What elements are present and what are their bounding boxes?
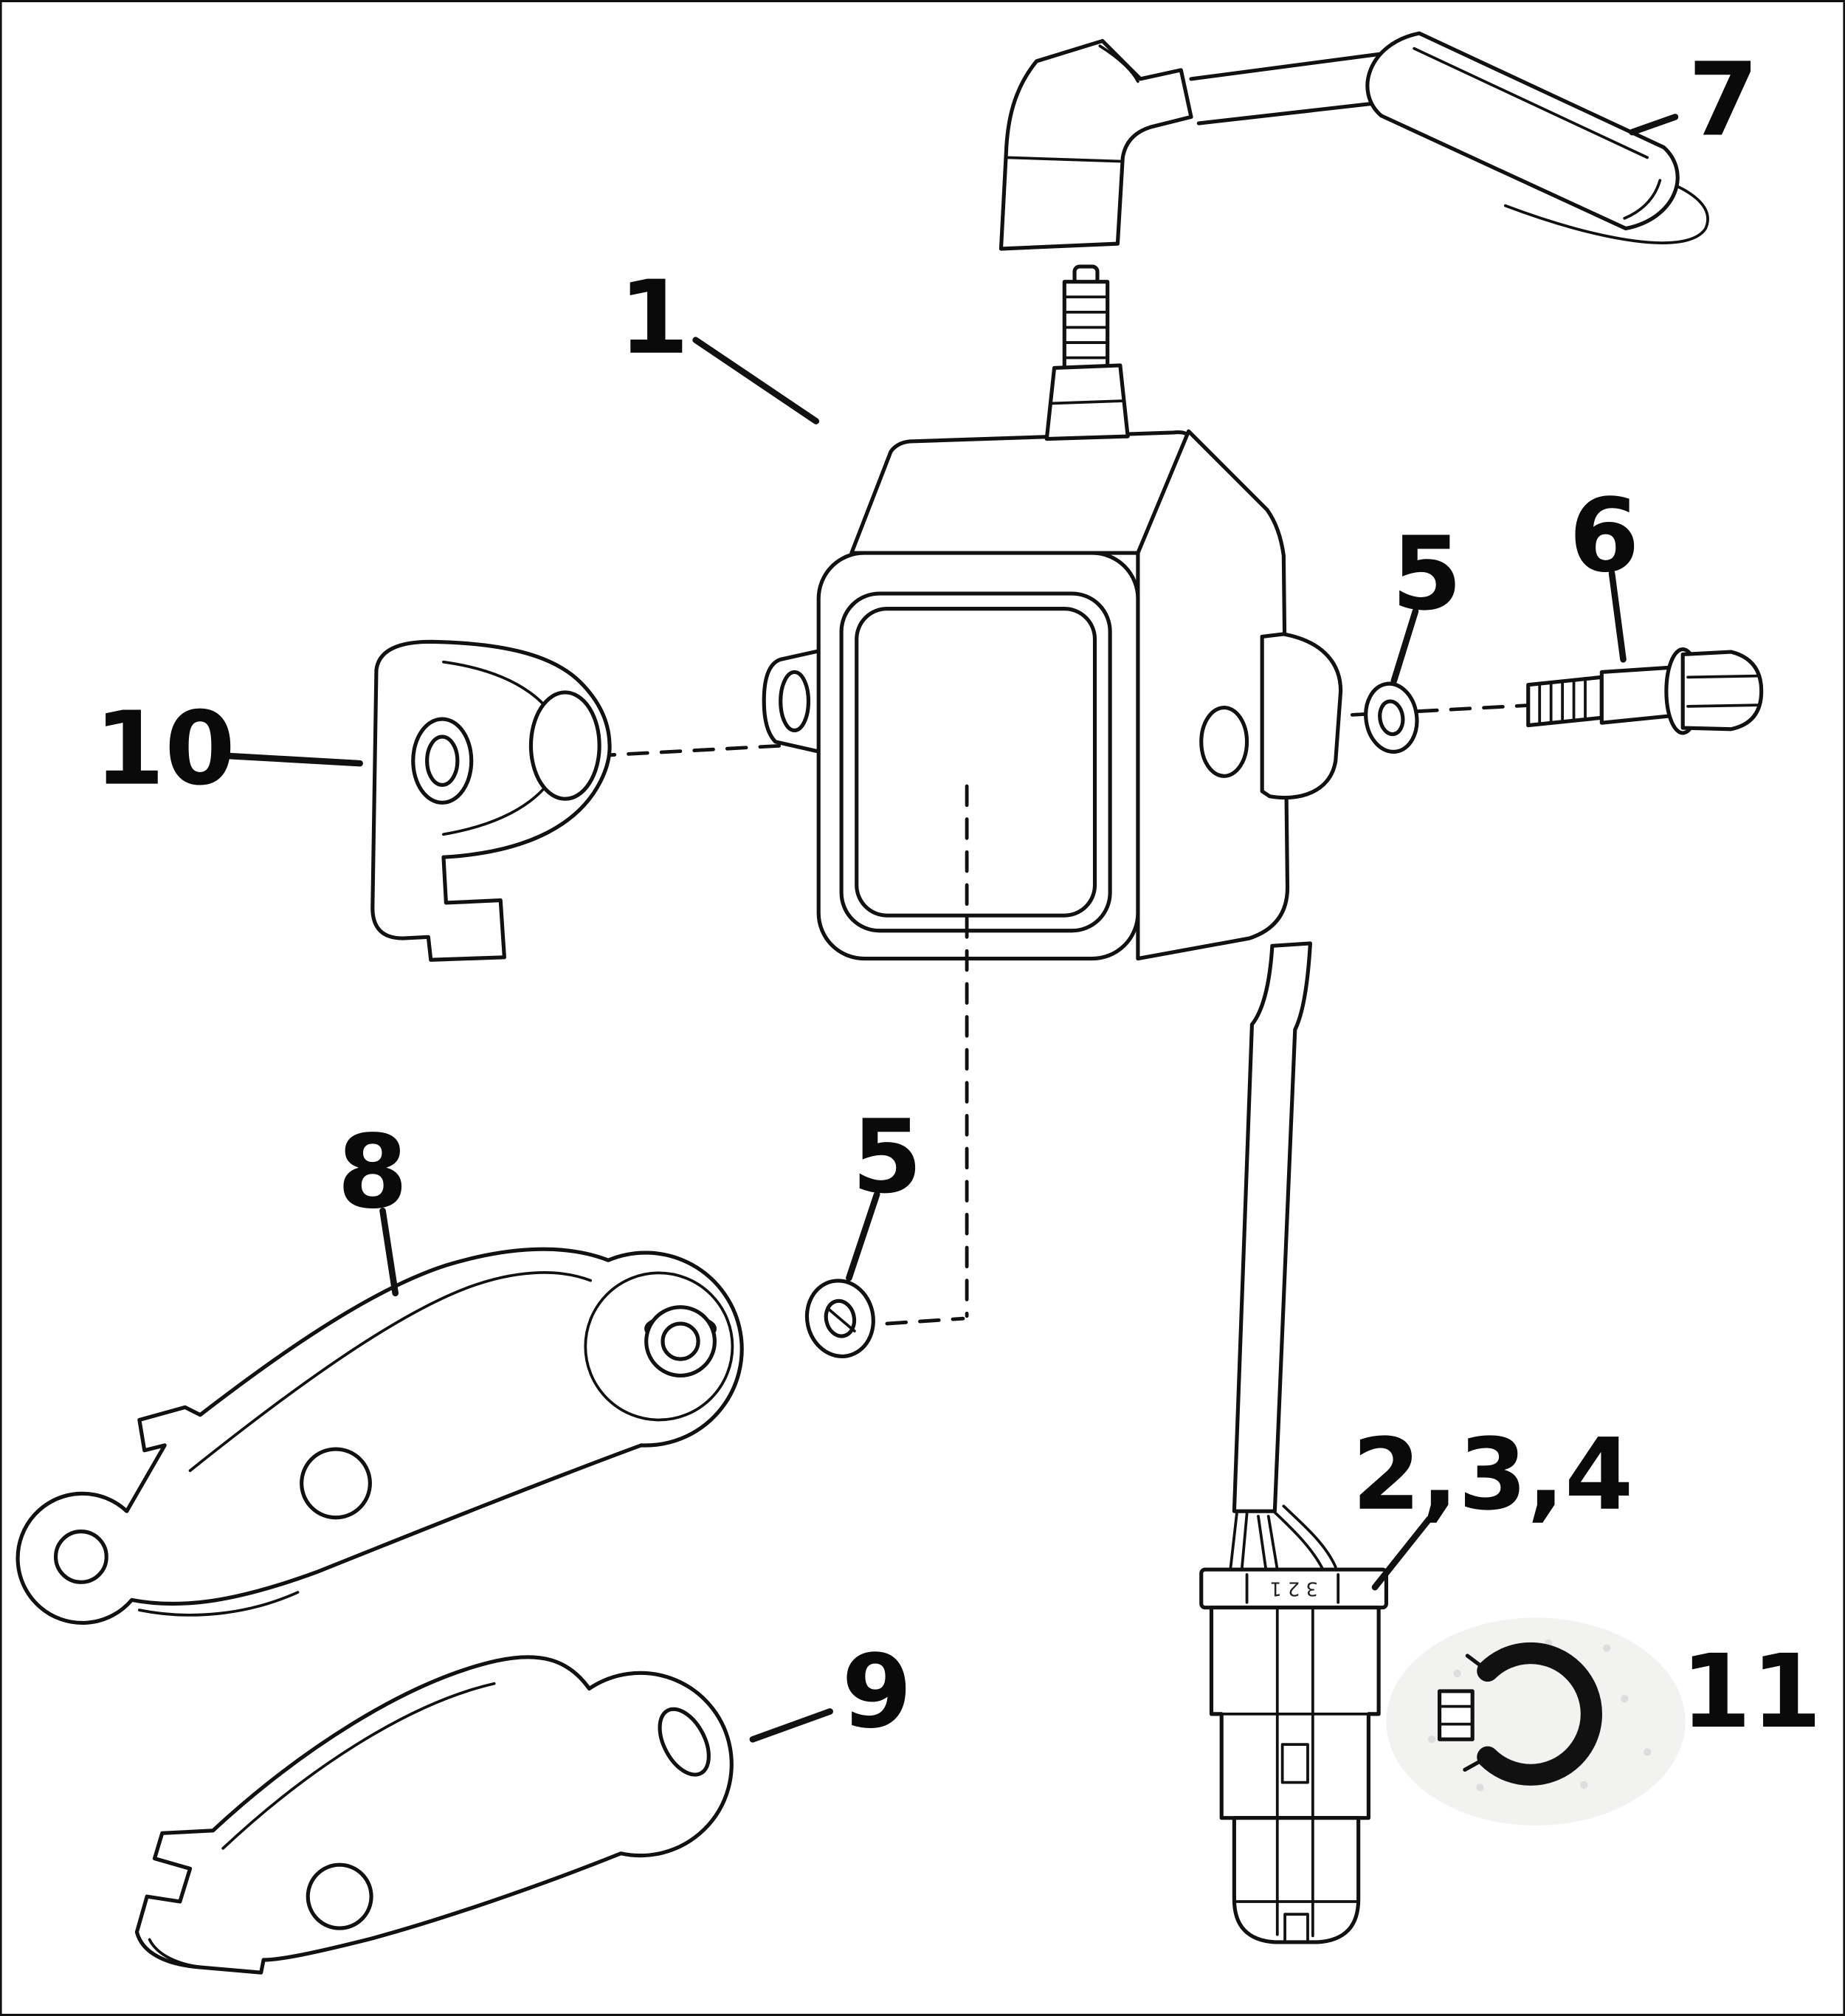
clip-tab	[1437, 1689, 1475, 1741]
coil-front-panel	[839, 591, 1112, 933]
leader-line-10	[222, 752, 363, 767]
bracket-lobe-ring	[584, 1271, 734, 1422]
callout-11: 11	[1680, 1633, 1821, 1751]
bracket-ring-hole	[53, 1530, 108, 1584]
clip-ring	[1477, 1642, 1602, 1786]
callout-9: 9	[841, 1633, 912, 1751]
flat-washer-right	[1364, 681, 1419, 754]
leader-line-5a	[1390, 608, 1419, 684]
leader-line-8	[379, 1207, 399, 1297]
coil-mount-grommet	[370, 639, 612, 962]
wiring-harness-connector: 3 2 1	[1199, 941, 1389, 1944]
leader-line-9	[749, 1708, 833, 1743]
plug-cap	[1365, 31, 1680, 231]
callout-8: 8	[337, 1113, 408, 1231]
leader-line-6	[1608, 570, 1627, 663]
callout-6: 6	[1569, 477, 1640, 595]
spark-plug-boot	[999, 38, 1193, 251]
retainer-clip	[1437, 1642, 1602, 1786]
bracket-arm-hole	[306, 1862, 373, 1930]
coil-top-face	[849, 430, 1191, 555]
grommet-hole-inner	[425, 735, 460, 787]
bracket-thickness-line	[137, 1591, 300, 1617]
spark-plug-lead	[999, 31, 1709, 251]
bracket-arm-hole	[300, 1447, 372, 1520]
plug-lead-pigtail	[1503, 176, 1709, 244]
ignition-coil	[762, 264, 1343, 961]
coil-front-panel-inner-line	[855, 607, 1097, 918]
halftone-noise-patch	[1386, 1617, 1686, 1826]
bracket-body	[15, 1247, 744, 1625]
connector-latch	[1280, 1743, 1309, 1784]
callout-10: 10	[94, 690, 235, 808]
bracket-inner-contour	[188, 1271, 593, 1473]
coil-right-mount-boss	[1260, 632, 1343, 800]
harness-cable	[1232, 941, 1312, 1513]
callout-labels: 1 7 5 6 10 8 5 2,3,4 9 11	[94, 41, 1822, 1751]
bolt-head	[1680, 650, 1764, 732]
callout-5b: 5	[852, 1098, 922, 1216]
plug-wire-top-edge	[1189, 51, 1386, 81]
leader-line-234	[1371, 1516, 1433, 1591]
connector-plug	[1232, 1816, 1361, 1944]
bracket-inner-contour	[221, 1682, 496, 1850]
callout-7: 7	[1688, 41, 1759, 159]
centerline-vertical-dashed	[885, 784, 969, 1326]
washer-hole	[1378, 699, 1405, 737]
coil-right-mount-hole	[1199, 705, 1249, 778]
flange-bolt	[1526, 647, 1764, 735]
callout-5a: 5	[1392, 515, 1463, 633]
leader-line-1	[692, 337, 820, 424]
leader-line-5b	[846, 1191, 880, 1281]
coil-left-mount-hole	[779, 670, 811, 733]
flat-washer-left	[804, 1279, 875, 1358]
bracket-body	[134, 1655, 734, 1975]
lower-mounting-bracket	[134, 1655, 734, 1975]
leader-line-7	[1629, 114, 1679, 136]
plug-wire-bottom-edge	[1196, 100, 1391, 125]
callout-234: 2,3,4	[1352, 1417, 1633, 1532]
leader-lines	[222, 114, 1679, 1743]
bracket-bushing-hole	[661, 1321, 700, 1361]
upper-mounting-bracket	[15, 1247, 744, 1625]
connector-pin-labels: 3 2 1	[1269, 1577, 1318, 1599]
coil-right-face	[1136, 429, 1290, 961]
callout-1: 1	[618, 259, 689, 377]
grommet-tip-face	[528, 690, 601, 801]
bracket-thickness-line	[148, 1938, 207, 1969]
coil-terminal-stud	[1062, 280, 1110, 370]
bracket-slot-hole	[658, 1707, 711, 1777]
